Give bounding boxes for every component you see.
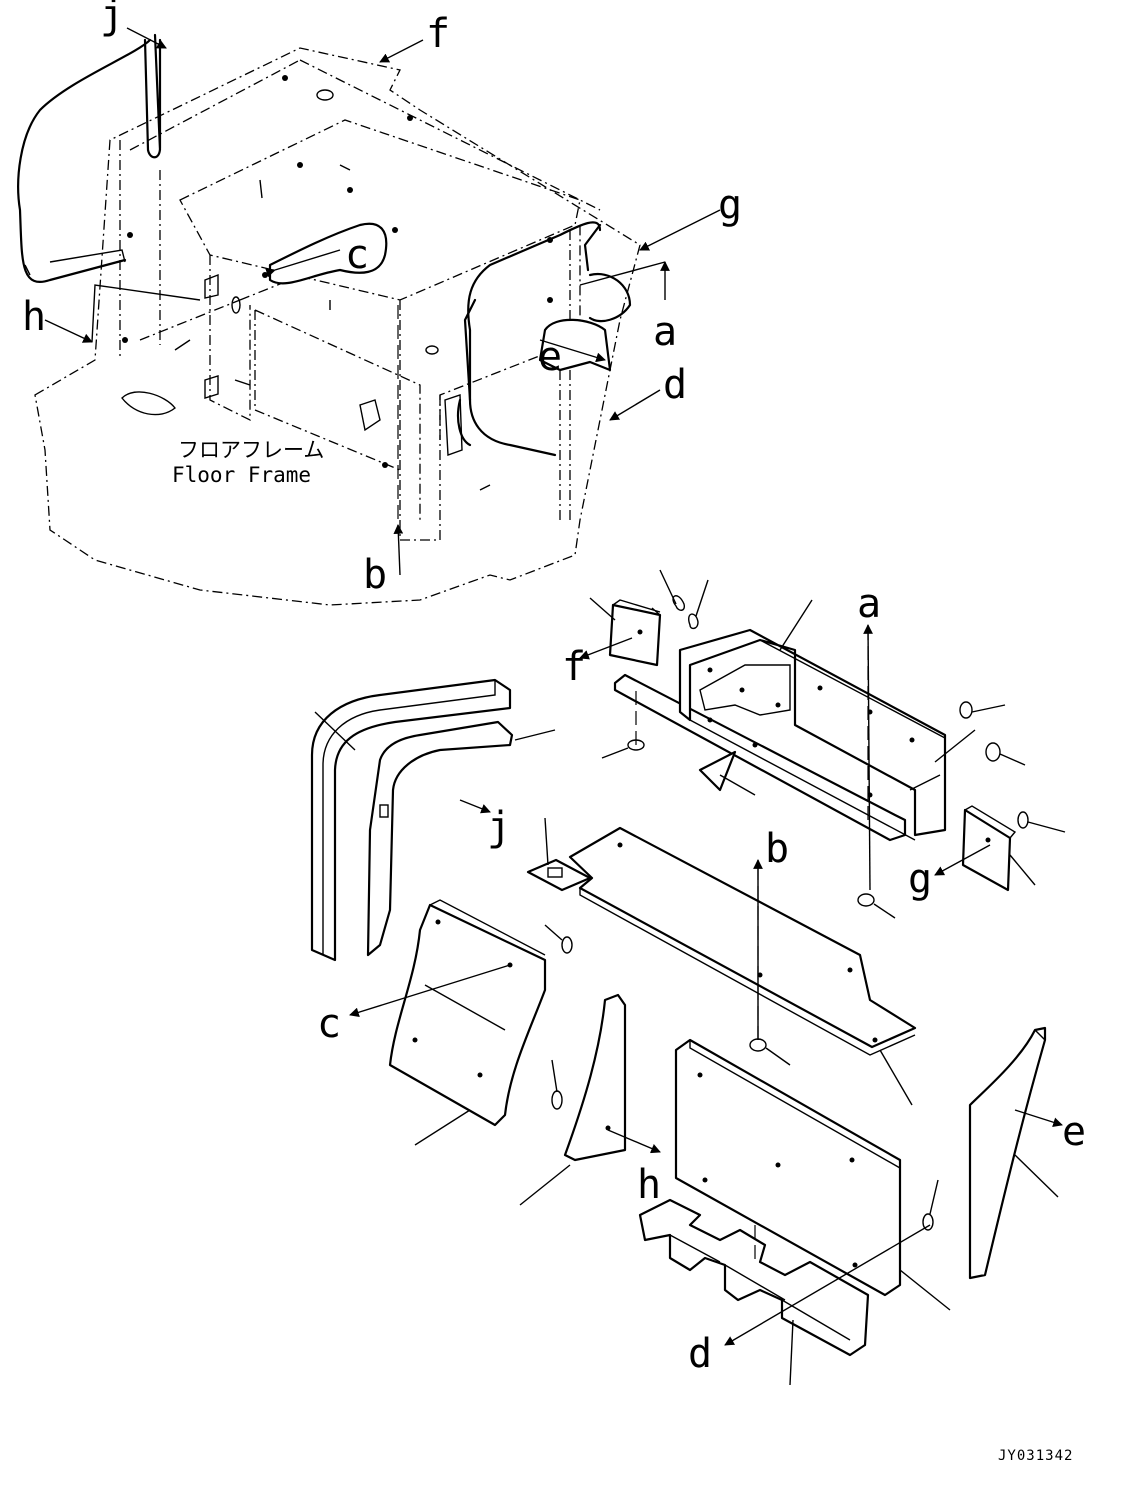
handrail-pad-e (538, 318, 612, 372)
label-e-part: e (1062, 1109, 1086, 1155)
pad-j (366, 720, 514, 957)
pad-h (563, 993, 627, 1162)
right-handrail (467, 221, 602, 457)
drawing-code: JY031342 (998, 1448, 1073, 1464)
label-f-top: f (426, 11, 450, 57)
label-d-part: d (688, 1331, 712, 1377)
label-e-top: e (538, 334, 562, 380)
caption-en: Floor Frame (172, 463, 311, 487)
label-h-top: h (22, 294, 46, 340)
frame-labels: j f g c h a e d b (22, 0, 742, 598)
exploded-parts: f a b g (310, 569, 1086, 1386)
label-f-part: f (562, 644, 586, 690)
label-g-part: g (908, 856, 932, 902)
floor-frame (17, 33, 641, 606)
frame-leaders (44, 27, 721, 576)
pad-e (968, 1026, 1047, 1280)
label-b-part: b (765, 826, 789, 872)
label-c-part: c (317, 1001, 341, 1047)
caption-jp: フロアフレーム (178, 438, 324, 462)
label-h-part: h (637, 1162, 661, 1208)
label-a-top: a (653, 309, 677, 355)
fastener-washers (544, 569, 1066, 1231)
pad-f (608, 603, 662, 667)
label-b-top: b (363, 552, 387, 598)
left-handrail (17, 33, 162, 283)
strip-pad-b (568, 826, 917, 1049)
label-g-top: g (718, 182, 742, 228)
label-c-top: c (345, 232, 369, 278)
pad-g (961, 808, 1012, 892)
label-d-top: d (663, 362, 687, 408)
curved-pad (310, 678, 512, 962)
pad-c (388, 903, 547, 1127)
label-j-part: j (487, 804, 511, 850)
frame-holes (122, 75, 553, 468)
label-a-part: a (857, 581, 881, 627)
label-j-top: j (100, 0, 124, 38)
